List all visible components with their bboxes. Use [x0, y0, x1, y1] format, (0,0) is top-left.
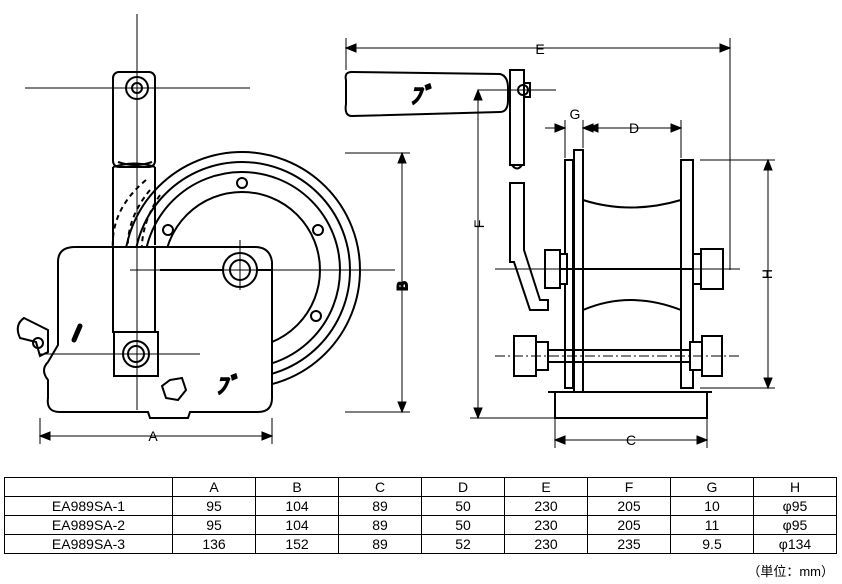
- cell-h: φ95: [753, 515, 837, 535]
- header-g: G: [670, 477, 754, 497]
- cell-g: 11: [670, 515, 754, 535]
- dim-label-h: H: [759, 269, 775, 279]
- unit-note: （単位：mm）: [747, 564, 834, 579]
- header-f: F: [587, 477, 671, 497]
- cell-d: 52: [421, 534, 505, 554]
- front-view: ﾌﾞ: [16, 14, 395, 419]
- table-header-row: A B C D E F G H: [4, 477, 837, 497]
- spec-table: A B C D E F G H EA989SA-1 95 104 89 50 2…: [4, 477, 837, 554]
- handle-grip: [344, 70, 509, 118]
- cell-f: 235: [587, 534, 671, 554]
- header-model: [4, 477, 173, 497]
- cell-c: 89: [338, 534, 422, 554]
- header-b: B: [255, 477, 339, 497]
- winch-technical-drawing: ﾌﾞ B: [16, 14, 775, 448]
- side-view: ﾌﾞ: [344, 69, 740, 419]
- dimension-h: [700, 158, 775, 390]
- cell-f: 205: [587, 515, 671, 535]
- cell-d: 50: [421, 496, 505, 516]
- dim-label-a: A: [148, 428, 158, 444]
- cell-h: φ95: [753, 496, 837, 516]
- table-row: EA989SA-3 136 152 89 52 230 235 9.5 φ134: [4, 534, 837, 554]
- base-plate: [554, 391, 708, 419]
- dimension-f: [470, 88, 556, 420]
- cell-e: 230: [504, 496, 588, 516]
- dimension-e: [344, 38, 732, 270]
- dim-label-f: F: [471, 220, 487, 229]
- header-h: H: [753, 477, 837, 497]
- dimension-d: [586, 120, 683, 158]
- table-row: EA989SA-2 95 104 89 50 230 205 11 φ95: [4, 515, 837, 535]
- dimension-c: [553, 418, 709, 448]
- cell-a: 95: [172, 496, 256, 516]
- cell-g: 10: [670, 496, 754, 516]
- cell-d: 50: [421, 515, 505, 535]
- cell-a: 95: [172, 515, 256, 535]
- cell-h: φ134: [753, 534, 837, 554]
- logo-mark-side: ﾌﾞ: [410, 83, 432, 108]
- cell-b: 104: [255, 496, 339, 516]
- cell-model: EA989SA-3: [4, 534, 173, 554]
- cell-model: EA989SA-2: [4, 515, 173, 535]
- header-c: C: [338, 477, 422, 497]
- header-d: D: [421, 477, 505, 497]
- cell-c: 89: [338, 496, 422, 516]
- cell-e: 230: [504, 534, 588, 554]
- dimension-b: [345, 151, 410, 414]
- dim-label-c: C: [626, 432, 636, 448]
- header-a: A: [172, 477, 256, 497]
- cell-e: 230: [504, 515, 588, 535]
- dim-label-d: D: [629, 120, 639, 136]
- cell-b: 152: [255, 534, 339, 554]
- cell-c: 89: [338, 515, 422, 535]
- cell-model: EA989SA-1: [4, 496, 173, 516]
- header-e: E: [504, 477, 588, 497]
- cell-g: 9.5: [670, 534, 754, 554]
- brake-lever: [16, 316, 49, 358]
- dimension-a: [38, 418, 274, 444]
- cell-a: 136: [172, 534, 256, 554]
- dim-label-b: B: [394, 281, 410, 290]
- dim-label-g: G: [570, 106, 581, 122]
- table-row: EA989SA-1 95 104 89 50 230 205 10 φ95: [4, 496, 837, 516]
- logo-mark-front: ﾌﾞ: [216, 373, 238, 398]
- cell-f: 205: [587, 496, 671, 516]
- cell-b: 104: [255, 515, 339, 535]
- dim-label-e: E: [535, 41, 544, 57]
